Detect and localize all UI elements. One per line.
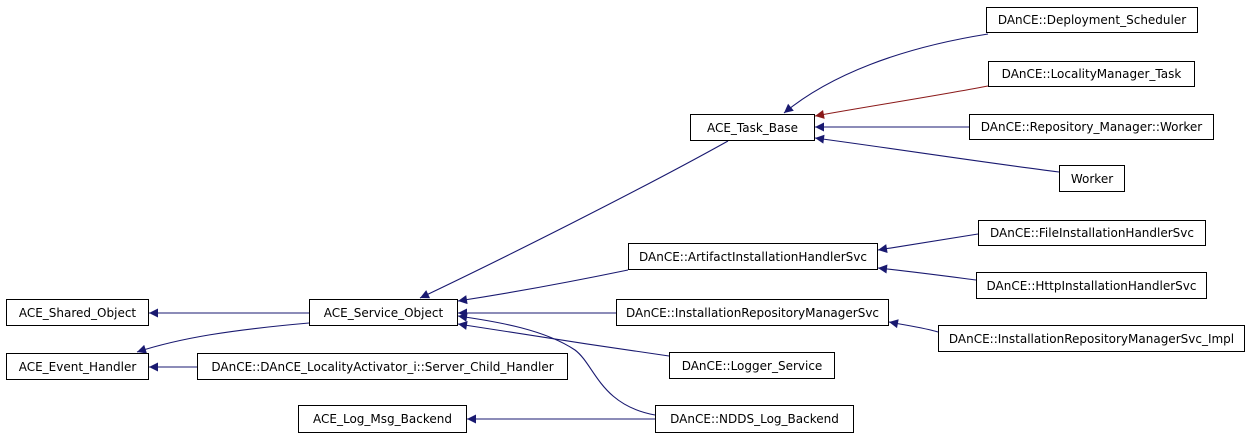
node-server-child-handler[interactable]: DAnCE::DAnCE_LocalityActivator_i::Server… <box>197 353 568 380</box>
edge-deployment-scheduler-to-task-base <box>783 33 989 114</box>
node-installation-repository-manager-svc-impl[interactable]: DAnCE::InstallationRepositoryManagerSvc_… <box>938 325 1245 352</box>
edge-file-handler-to-artifact-handler <box>877 233 979 254</box>
node-deployment-scheduler[interactable]: DAnCE::Deployment_Scheduler <box>986 7 1198 33</box>
node-installation-repository-manager-svc[interactable]: DAnCE::InstallationRepositoryManagerSvc <box>616 299 889 326</box>
edge-ndds-backend-to-service-object <box>457 312 656 416</box>
node-logger-service[interactable]: DAnCE::Logger_Service <box>669 352 835 379</box>
node-locality-manager-task[interactable]: DAnCE::LocalityManager_Task <box>988 61 1195 87</box>
node-repository-manager-worker[interactable]: DAnCE::Repository_Manager::Worker <box>969 114 1214 140</box>
node-artifact-installation-handler-svc[interactable]: DAnCE::ArtifactInstallationHandlerSvc <box>628 243 878 270</box>
edge-logger-service-to-service-object <box>457 320 670 357</box>
edge-locality-task-to-task-base <box>814 85 989 119</box>
node-file-installation-handler-svc[interactable]: DAnCE::FileInstallationHandlerSvc <box>978 220 1206 246</box>
node-ace-service-object[interactable]: ACE_Service_Object <box>309 299 458 326</box>
edge-worker-to-task-base <box>814 134 1060 173</box>
node-ace-shared-object[interactable]: ACE_Shared_Object <box>6 299 149 326</box>
edge-task-base-to-service-object <box>419 140 729 299</box>
edge-service-object-to-event-handler <box>136 322 310 354</box>
node-ndds-log-backend[interactable]: DAnCE::NDDS_Log_Backend <box>655 405 854 433</box>
node-ace-event-handler[interactable]: ACE_Event_Handler <box>6 353 149 380</box>
edge-http-handler-to-artifact-handler <box>877 264 977 281</box>
node-http-installation-handler-svc[interactable]: DAnCE::HttpInstallationHandlerSvc <box>976 272 1207 299</box>
edge-artifact-handler-to-service-object <box>457 269 629 305</box>
node-worker[interactable]: Worker <box>1059 165 1125 192</box>
node-ace-task-base[interactable]: ACE_Task_Base <box>690 114 815 141</box>
node-ace-log-msg-backend[interactable]: ACE_Log_Msg_Backend <box>298 405 467 433</box>
edge-impl-to-install-repo-manager <box>888 319 939 333</box>
